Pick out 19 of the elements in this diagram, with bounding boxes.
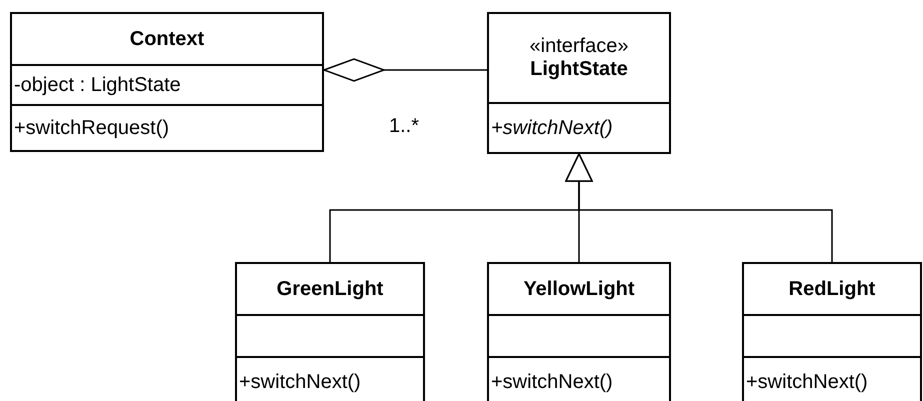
class-box (487, 12, 671, 154)
method: +switchNext() (491, 116, 614, 140)
method: +switchNext() (746, 370, 869, 394)
class-box (10, 12, 324, 152)
class-box (487, 262, 671, 401)
class-name: Context (130, 28, 204, 50)
method: +switchNext() (491, 370, 614, 394)
class-name: LightState (530, 58, 628, 81)
class-name: YellowLight (523, 278, 635, 300)
attribute: -object : LightState (14, 74, 182, 96)
method: +switchRequest() (14, 116, 170, 140)
class-name: RedLight (788, 278, 876, 300)
stereotype: «interface» (530, 35, 628, 58)
method: +switchNext() (239, 370, 362, 394)
class-name: GreenLight (276, 278, 384, 300)
generalization-arrow (565, 153, 833, 262)
aggregation-line (323, 58, 487, 82)
class-box (235, 262, 425, 401)
class-box (742, 262, 922, 401)
